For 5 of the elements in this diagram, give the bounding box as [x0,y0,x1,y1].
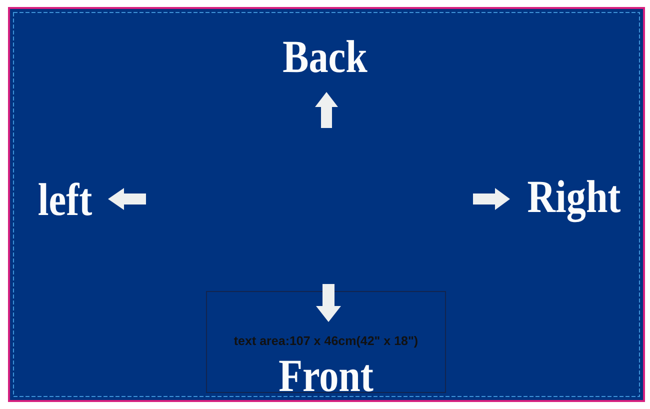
text-area-box [206,291,446,393]
dimension-note: text area:107 x 46cm(42" x 18") [234,334,418,348]
direction-label: Front [278,352,374,398]
direction-label: left [38,176,92,222]
direction-label: Back [282,34,368,80]
